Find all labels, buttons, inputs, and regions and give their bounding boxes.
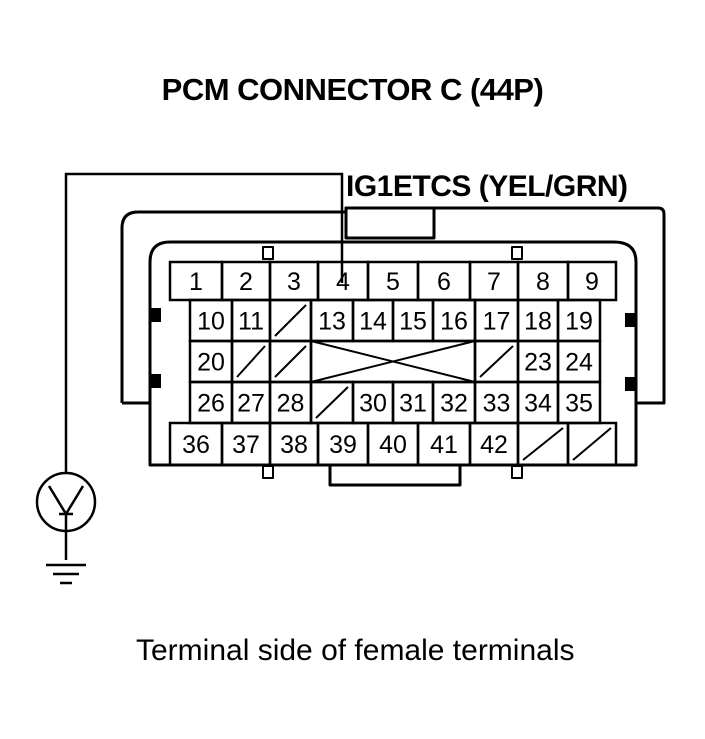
side-key bbox=[625, 313, 635, 327]
side-key bbox=[151, 374, 161, 388]
terminal-number: 32 bbox=[440, 390, 468, 418]
terminal-number: 18 bbox=[524, 308, 552, 336]
terminal-number: 1 bbox=[189, 268, 203, 296]
terminal-number: 13 bbox=[318, 308, 346, 336]
terminal-number: 36 bbox=[182, 431, 210, 459]
terminal-number: 30 bbox=[359, 390, 387, 418]
blank-mark bbox=[315, 386, 349, 419]
bottom-lock-tab bbox=[328, 463, 462, 487]
side-key bbox=[151, 308, 161, 322]
terminal-number: 41 bbox=[430, 431, 458, 459]
signal-label: IG1ETCS (YEL/GRN) bbox=[346, 170, 628, 203]
terminal-number: 33 bbox=[483, 390, 511, 418]
terminal-number: 11 bbox=[238, 308, 264, 336]
top-lock-tab bbox=[344, 206, 436, 240]
probe-wire bbox=[64, 172, 344, 473]
terminal-number: 9 bbox=[585, 268, 599, 296]
terminal-number: 37 bbox=[232, 431, 260, 459]
terminal-number: 26 bbox=[197, 390, 225, 418]
blank-mark bbox=[274, 304, 307, 337]
terminal-number: 16 bbox=[440, 308, 468, 336]
side-key bbox=[625, 377, 635, 391]
terminal-number: 15 bbox=[399, 308, 427, 336]
terminal-number: 17 bbox=[483, 308, 511, 336]
terminal-number: 10 bbox=[197, 308, 225, 336]
terminal-number: 6 bbox=[437, 268, 451, 296]
caption: Terminal side of female terminals bbox=[136, 634, 575, 667]
terminal-number: 8 bbox=[536, 268, 550, 296]
guide-pin bbox=[262, 246, 274, 260]
blank-mark bbox=[236, 345, 266, 378]
inner-housing bbox=[148, 240, 638, 467]
terminal-number: 38 bbox=[280, 431, 308, 459]
terminal-number: 34 bbox=[524, 390, 552, 418]
terminal-number: 14 bbox=[359, 308, 387, 336]
terminal-number: 40 bbox=[379, 431, 407, 459]
blank-mark bbox=[522, 427, 564, 461]
terminal-number: 7 bbox=[487, 268, 501, 296]
terminal-number: 31 bbox=[399, 390, 427, 418]
terminal-number: 5 bbox=[386, 268, 400, 296]
terminal-number: 2 bbox=[239, 268, 253, 296]
terminal-number: 23 bbox=[524, 349, 552, 377]
terminal-number: 20 bbox=[197, 349, 225, 377]
guide-pin bbox=[262, 465, 274, 479]
blank-mark bbox=[310, 340, 476, 383]
terminal-number: 27 bbox=[237, 390, 265, 418]
blank-cavity bbox=[566, 421, 618, 467]
ground-icon bbox=[46, 563, 86, 585]
terminal-number: 28 bbox=[277, 390, 305, 418]
terminal-number: 3 bbox=[287, 268, 301, 296]
voltmeter-needle bbox=[47, 485, 85, 560]
blank-mark bbox=[572, 427, 612, 461]
terminal-number: 35 bbox=[565, 390, 593, 418]
terminal-number: 19 bbox=[565, 308, 593, 336]
terminal-number: 42 bbox=[480, 431, 508, 459]
connector-title: PCM CONNECTOR C (44P) bbox=[161, 72, 544, 107]
terminal-number: 39 bbox=[329, 431, 357, 459]
terminal-number: 24 bbox=[565, 349, 593, 377]
blank-mark bbox=[479, 345, 514, 378]
guide-pin bbox=[511, 246, 523, 260]
blank-mark bbox=[274, 345, 307, 378]
guide-pin bbox=[511, 465, 523, 479]
